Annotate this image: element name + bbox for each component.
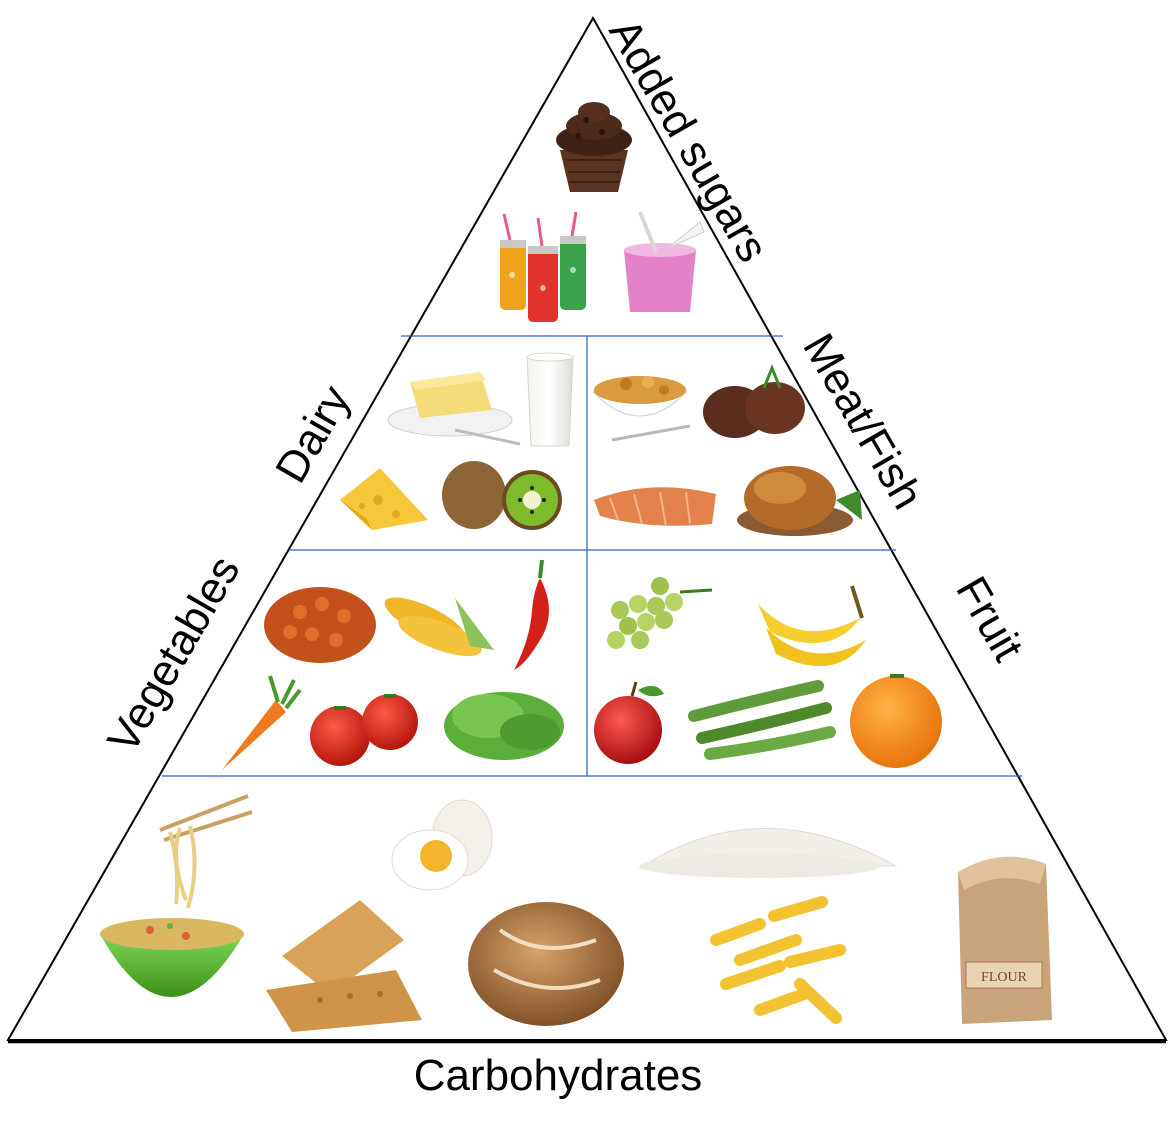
roast-chicken-image (737, 466, 862, 536)
baked-beans-image (264, 587, 376, 663)
milk-glass-image (527, 353, 573, 446)
soda-cans-image (500, 212, 586, 322)
label-fruit: Fruit (946, 569, 1032, 670)
kiwi-image (442, 461, 562, 530)
grapes-image (607, 577, 712, 649)
green-beans-image (694, 686, 830, 754)
pasta-image (716, 902, 840, 1018)
bread-loaf-image (468, 902, 624, 1026)
label-dairy: Dairy (266, 378, 360, 491)
tier-carbohydrates: FLOUR (100, 796, 1052, 1032)
label-carbohydrates: Carbohydrates (414, 1051, 703, 1100)
steak-image (703, 368, 805, 438)
crackers-image (266, 900, 422, 1032)
flour-bag-label: FLOUR (981, 970, 1028, 985)
boiled-egg-image (392, 800, 492, 890)
cheese-image (340, 468, 428, 530)
lettuce-image (444, 692, 564, 760)
rice-pile-image (640, 828, 896, 878)
noodles-chopsticks-image (160, 796, 252, 908)
corn-image (379, 589, 494, 664)
bananas-image (758, 586, 866, 666)
salmon-image (594, 487, 716, 526)
carrot-image (222, 676, 300, 770)
yogurt-cup-image (624, 212, 704, 312)
cereal-bowl-image (593, 376, 690, 440)
cupcake-image (556, 102, 632, 192)
label-vegetables: Vegetables (98, 548, 249, 761)
tier-dairy (340, 353, 573, 530)
apple-image (594, 682, 664, 764)
noodle-bowl-image (100, 918, 244, 997)
tier-fruit (594, 577, 942, 768)
tomatoes-image (310, 694, 418, 766)
tier-vegetables (222, 560, 564, 770)
chili-pepper-image (514, 560, 549, 670)
flour-bag-image: FLOUR (958, 857, 1052, 1024)
orange-image (850, 676, 942, 768)
butter-image (388, 372, 520, 444)
